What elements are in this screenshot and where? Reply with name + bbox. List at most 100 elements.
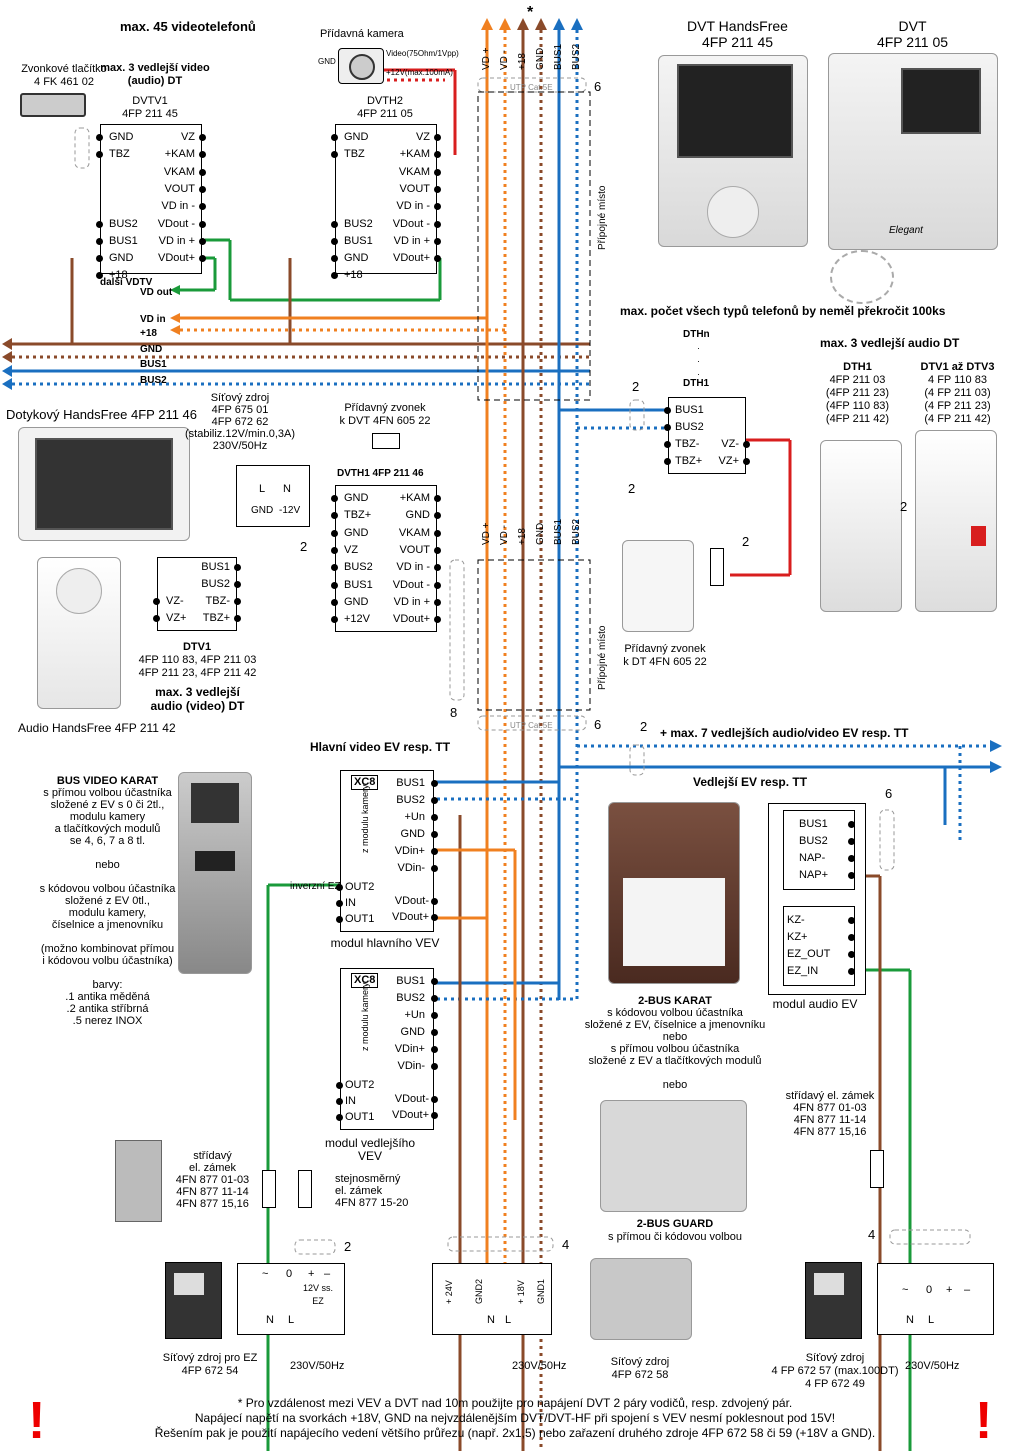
sec-module-terms-right-dot-2 [431,1012,438,1019]
lock-dc-symbol [298,1170,312,1208]
dvt-handset-cord [830,250,894,304]
dvt-hf-code: 4FP 211 45 [701,34,774,50]
dvth1-terms-left-0: GND [344,492,369,504]
dvt-name: DVT [898,18,927,34]
camera-icon [338,48,384,84]
sec-module-terms-vd-0: VDout- [394,1093,429,1105]
lock-ac-right-symbol [870,1150,884,1188]
bus-labels-top-1: VD - [499,50,510,70]
psu3-label-3: 4 FP 672 49 [805,1378,865,1390]
pair-count-bell: 2 [742,534,750,549]
dvtv1-terms-left-dot-6 [96,237,103,245]
dvth1-terms-right-5: VDout - [392,578,430,591]
dtv1-left-0: VZ- [166,595,184,607]
dth1-box-title: DTH1 [683,378,710,389]
dtv-info-line-1: 4 FP 110 83 [928,374,987,386]
karat-text-line-6 [570,1067,780,1079]
dvth2-terms-right-dot-0 [434,134,441,141]
karat-text-line-1: s kódovou volbou účastníka [607,1007,743,1019]
dtv1-right-dot-0 [234,564,241,571]
dtv1-right-dot-3 [234,615,241,622]
bus-video-text-line-17: barvy: [92,979,123,991]
audio-module-bottom-3: EZ_IN [787,965,819,977]
psu3-term-plus: + [946,1284,953,1296]
lock-ac-left-line-1: el. zámek [188,1162,237,1174]
dvth2-terms-right-6: VD in + [393,234,430,247]
dth1-info-line-2: (4FP 211 23) [825,387,890,399]
dth1-left-2: TBZ- [675,438,700,450]
dth1-left-dot-1 [664,424,671,431]
psu1-label-1: Síťový zdroj pro EZ [162,1352,258,1364]
dth1-right-dot-1 [743,458,750,465]
audio-module-top-1: BUS2 [799,835,828,847]
dvth2-terms-right-dot-6 [434,237,441,245]
footnote-line-3: Řešením pak je použití napájecího vedení… [154,1426,876,1440]
psu2-term-24v: + 24V [444,1280,454,1304]
dvtv1-terms-left-0: GND [109,131,134,143]
camera-power: +12V(max.100mA) [386,68,453,77]
psu2-mains: 230V/50Hz [512,1360,567,1372]
left-line-label-0: VD out [140,287,173,298]
dvth2-terms-left-dot-7 [331,255,338,263]
sec-module-terms-out-2: OUT1 [345,1111,375,1123]
dtv1-code-2: 4FP 211 23, 4FP 211 42 [138,667,257,679]
dtv1-right-dot-2 [234,598,241,605]
dvth2-code: 4FP 211 05 [357,108,413,120]
main-module-terms-vd-dot-0 [431,898,438,905]
main-module-terms-xc8: XC8 [351,775,379,790]
bus-video-text-line-0: BUS VIDEO KARAT [56,775,159,787]
audio-module-bottom-dot-1 [848,934,855,941]
dvt-brand: Elegant [889,225,923,236]
dtv1-left-dot-1 [153,615,160,622]
left-line-label-1: VD in [140,314,166,325]
touch-hf-image [18,427,190,541]
footnote-star: * [527,4,534,21]
dvth2-terms-left-8: +18 [344,269,363,282]
psu1-image [165,1262,222,1339]
lock-ac-left-line-2: 4FN 877 01-03 [175,1174,250,1186]
sec-module-terms-right-2: +Un [404,1009,426,1021]
psu3-label-2: 4 FP 672 57 (max.100DT) [771,1365,899,1377]
guard-text-line-0: 2-BUS GUARD [636,1218,714,1230]
dvtv1-terms-right-dot-7 [199,255,206,263]
dvth2-terms-right-dot-7 [434,255,441,263]
dvth2-terms-right-4: VD in - [396,200,430,213]
main-module-terms-right-1: BUS2 [396,794,425,806]
pair-count-psu3: 4 [868,1227,876,1242]
dth1-left-dot-3 [664,458,671,465]
audio-hf-label: Audio HandsFree 4FP 211 42 [18,721,176,735]
dvth2-terms-left-5: BUS2 [344,217,373,230]
main-ev-title: Hlavní video EV resp. TT [310,740,451,754]
sec-module-terms-right-5: VDin- [397,1060,425,1072]
dvtv1-terms-right-dot-0 [199,134,206,141]
sec-module-terms-right-dot-4 [431,1046,438,1053]
audio-module-bottom-dot-0 [848,917,855,924]
dvth1-terms-right-dot-2 [434,529,441,537]
bus-video-text-line-8 [20,871,195,883]
bus-video-text-line-9: s kódovou volbou účastníka [39,883,176,895]
bus-video-text-line-2: složené z EV s 0 či 2tl., [50,799,165,811]
footnote-line-2: Napájecí napětí na svorkách +18V, GND na… [194,1411,836,1425]
main-module-terms-out-dot-2 [336,916,343,923]
bus-video-text-line-16 [20,967,195,979]
dvtv1-terms-right-6: VD in + [158,234,195,247]
main-module-terms-out-0: OUT2 [345,881,375,893]
dvth1-terms-left-dot-5 [331,581,338,589]
dvth1-terms-left-dot-3 [331,546,338,554]
dtv-info-line-0: DTV1 až DTV3 [920,361,995,373]
dvth1-terms-right-dot-3 [434,546,441,554]
bus-video-text-line-1: s přímou volbou účastníka [43,787,172,799]
dvtv1-terms-left-dot-5 [96,220,103,228]
sec-module-terms-out-1: IN [345,1095,356,1107]
dvtv1-terms-right-2: VKAM [163,165,195,178]
dvtv1-code: 4FP 211 45 [122,108,178,120]
bus-video-text-line-18: .1 antika měděná [65,991,150,1003]
main-module-terms-right-dot-2 [431,814,438,821]
dvtv1-name: DVTV1 [132,95,168,107]
camera-gnd: GND [318,57,336,66]
sec-module-terms-vd-dot-0 [431,1096,438,1103]
lock-ac-left-line-3: 4FN 877 11-14 [176,1186,249,1198]
bus-video-text-line-15: i kódovou volbu účastníka) [42,955,173,967]
dvtv1-terms-left-1: TBZ [109,148,130,161]
